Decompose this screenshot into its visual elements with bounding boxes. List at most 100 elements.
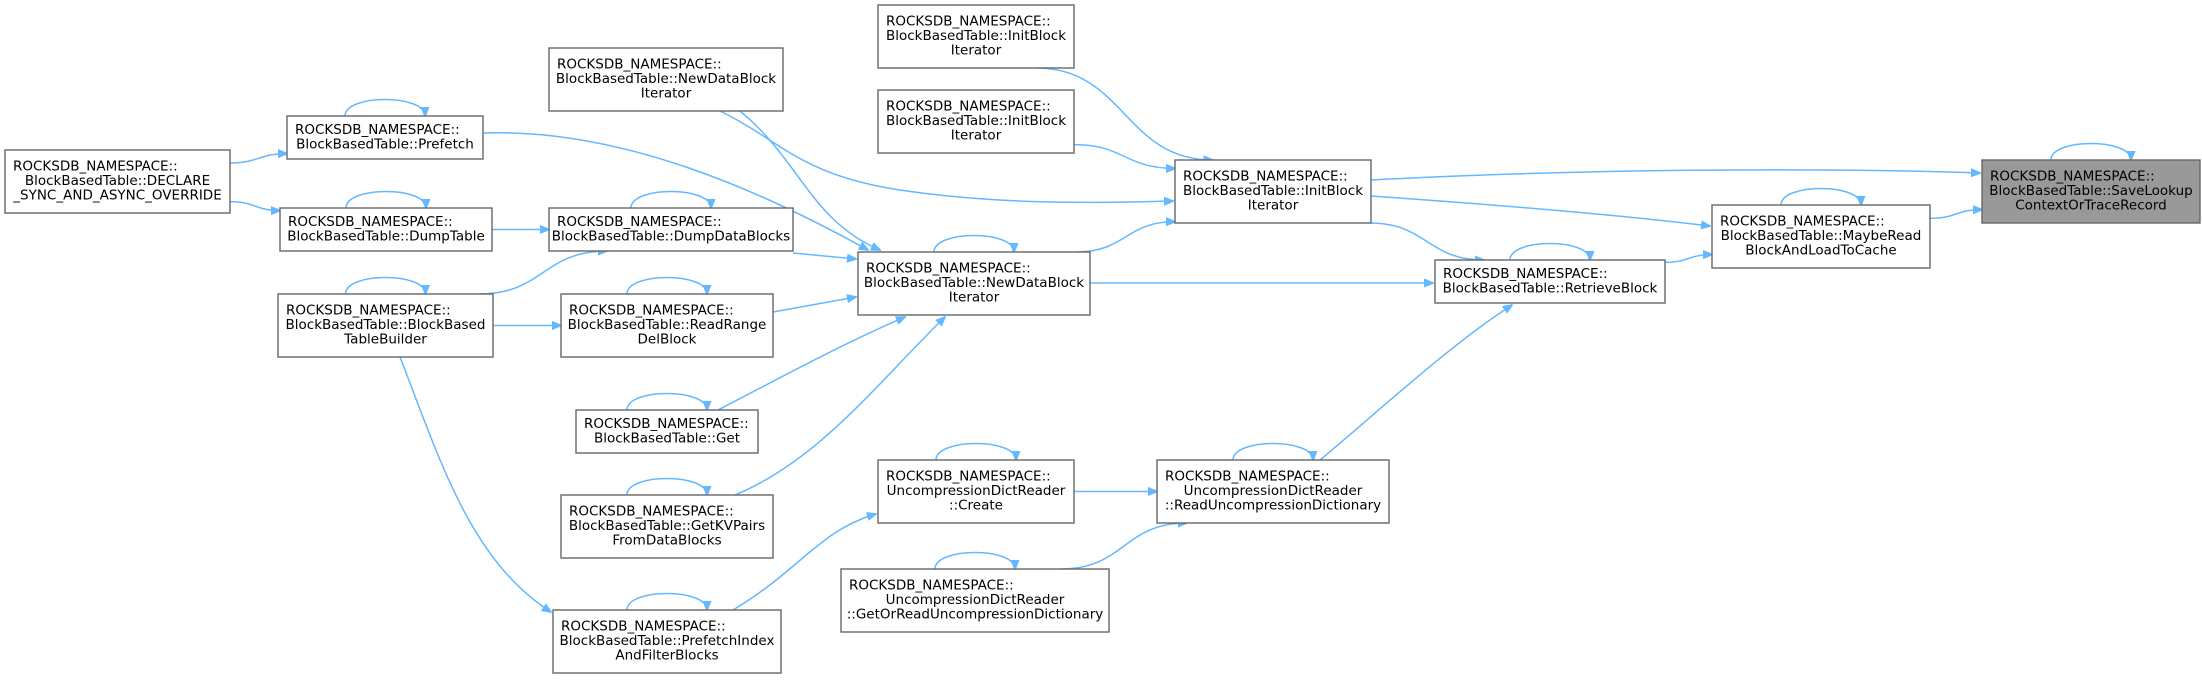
node-label-line: ROCKSDB_NAMESPACE:: bbox=[561, 619, 726, 635]
edge-builder-to-prefetchIdx bbox=[399, 356, 551, 612]
node-box bbox=[548, 47, 784, 112]
edge-initM-to-retrieve bbox=[1369, 222, 1484, 260]
edge-readRange-to-newDBM bbox=[772, 297, 856, 313]
node-label-line: Iterator bbox=[949, 290, 1000, 306]
node-box bbox=[575, 409, 759, 454]
node-label-line: Iterator bbox=[951, 128, 1002, 144]
node-label-line: BlockBasedTable::Get bbox=[594, 430, 740, 446]
node-maybe[interactable]: ROCKSDB_NAMESPACE::BlockBasedTable::Mayb… bbox=[1711, 204, 1931, 269]
edge-prefetch-to-newDBM bbox=[482, 131, 868, 250]
node-label-line: Iterator bbox=[951, 43, 1002, 59]
node-label-line: AndFilterBlocks bbox=[615, 648, 718, 664]
node-box bbox=[279, 207, 493, 252]
node-label-line: UncompressionDictReader bbox=[886, 592, 1065, 608]
node-label-line: BlockBasedTable::DumpDataBlocks bbox=[552, 228, 790, 244]
edge-dumpData-to-newDBM bbox=[792, 252, 856, 259]
node-declare[interactable]: ROCKSDB_NAMESPACE::BlockBasedTable::DECL… bbox=[4, 149, 231, 214]
node-newDBT[interactable]: ROCKSDB_NAMESPACE::BlockBasedTable::NewD… bbox=[548, 47, 784, 112]
node-label-line: ROCKSDB_NAMESPACE:: bbox=[288, 214, 453, 230]
node-label-line: ROCKSDB_NAMESPACE:: bbox=[584, 416, 749, 432]
node-readRange[interactable]: ROCKSDB_NAMESPACE::BlockBasedTable::Read… bbox=[560, 293, 774, 358]
node-label-line: UncompressionDictReader bbox=[1184, 483, 1363, 499]
node-label-line: BlockBasedTable::InitBlock bbox=[1183, 183, 1363, 199]
node-label-line: ROCKSDB_NAMESPACE:: bbox=[1990, 169, 2155, 185]
node-label-line: UncompressionDictReader bbox=[887, 483, 1066, 499]
node-newDBM[interactable]: ROCKSDB_NAMESPACE::BlockBasedTable::NewD… bbox=[857, 251, 1091, 316]
node-label-line: BlockBasedTable::ReadRange bbox=[568, 317, 767, 333]
node-label-line: ROCKSDB_NAMESPACE:: bbox=[886, 99, 1051, 115]
node-dumpData[interactable]: ROCKSDB_NAMESPACE::BlockBasedTable::Dump… bbox=[548, 207, 794, 252]
node-label-line: BlockBasedTable::GetKVPairs bbox=[569, 518, 765, 534]
node-box bbox=[560, 293, 774, 358]
self-loop-getOrRead bbox=[934, 551, 1015, 570]
node-label-line: BlockBasedTable::MaybeRead bbox=[1721, 228, 1922, 244]
node-retrieve[interactable]: ROCKSDB_NAMESPACE::BlockBasedTable::Retr… bbox=[1434, 259, 1666, 304]
self-loop-readRange bbox=[626, 276, 707, 295]
node-label-line: ROCKSDB_NAMESPACE:: bbox=[886, 469, 1051, 485]
self-loop-newDBM bbox=[933, 234, 1014, 253]
node-label-line: _SYNC_AND_ASYNC_OVERRIDE bbox=[12, 188, 221, 204]
node-box bbox=[548, 207, 794, 252]
node-label-line: BlockBasedTable::RetrieveBlock bbox=[1443, 280, 1658, 296]
node-initT[interactable]: ROCKSDB_NAMESPACE::BlockBasedTable::Init… bbox=[877, 4, 1075, 69]
self-loop-dumpData bbox=[630, 190, 711, 209]
node-label-line: BlockAndLoadToCache bbox=[1745, 243, 1896, 259]
node-prefetch[interactable]: ROCKSDB_NAMESPACE::BlockBasedTable::Pref… bbox=[286, 115, 484, 160]
edge-builder-to-dumpData bbox=[479, 251, 607, 295]
self-loop-retrieve bbox=[1509, 242, 1590, 261]
node-create[interactable]: ROCKSDB_NAMESPACE::UncompressionDictRead… bbox=[877, 459, 1075, 524]
node-box bbox=[552, 609, 782, 674]
node-label-line: BlockBasedTable::InitBlock bbox=[886, 113, 1066, 129]
node-label-line: ROCKSDB_NAMESPACE:: bbox=[286, 303, 451, 319]
node-getKV[interactable]: ROCKSDB_NAMESPACE::BlockBasedTable::GetK… bbox=[560, 494, 774, 559]
node-label-line: BlockBasedTable::Prefetch bbox=[296, 136, 474, 152]
edge-retrieve-to-maybe bbox=[1664, 255, 1712, 264]
node-label-line: ROCKSDB_NAMESPACE:: bbox=[569, 504, 734, 520]
node-builder[interactable]: ROCKSDB_NAMESPACE::BlockBasedTable::Bloc… bbox=[277, 293, 494, 358]
node-box bbox=[1156, 459, 1390, 524]
node-label-line: ROCKSDB_NAMESPACE:: bbox=[849, 578, 1014, 594]
node-label-line: ROCKSDB_NAMESPACE:: bbox=[557, 214, 722, 230]
edge-declare-to-prefetch bbox=[229, 154, 287, 164]
self-loop-get bbox=[626, 392, 707, 411]
node-getOrRead[interactable]: ROCKSDB_NAMESPACE::UncompressionDictRead… bbox=[840, 568, 1110, 633]
node-label-line: ::Create bbox=[949, 498, 1003, 514]
self-loop-prefetch bbox=[344, 98, 425, 117]
node-box bbox=[877, 4, 1075, 69]
node-box bbox=[1711, 204, 1931, 269]
node-get[interactable]: ROCKSDB_NAMESPACE::BlockBasedTable::Get bbox=[575, 409, 759, 454]
node-label-line: BlockBasedTable::NewDataBlock bbox=[864, 275, 1084, 291]
node-initM[interactable]: ROCKSDB_NAMESPACE::BlockBasedTable::Init… bbox=[1174, 159, 1372, 224]
self-loop-prefetchIdx bbox=[626, 592, 707, 611]
node-initT2[interactable]: ROCKSDB_NAMESPACE::BlockBasedTable::Init… bbox=[877, 89, 1075, 154]
edge-getKV-to-newDBM bbox=[734, 317, 945, 496]
node-readUD[interactable]: ROCKSDB_NAMESPACE::UncompressionDictRead… bbox=[1156, 459, 1390, 524]
node-box bbox=[877, 459, 1075, 524]
self-loop-maybe bbox=[1780, 187, 1861, 206]
edge-initT-to-initM bbox=[1036, 67, 1212, 160]
node-label-line: Iterator bbox=[641, 86, 692, 102]
edge-newDBM-to-initM bbox=[1076, 222, 1175, 253]
node-label-line: BlockBasedTable::PrefetchIndex bbox=[560, 633, 775, 649]
node-label-line: BlockBasedTable::DECLARE bbox=[25, 173, 210, 189]
node-box bbox=[277, 293, 494, 358]
node-label-line: ContextOrTraceRecord bbox=[2015, 198, 2167, 214]
node-box bbox=[1981, 159, 2201, 224]
node-label-line: ROCKSDB_NAMESPACE:: bbox=[1165, 469, 1330, 485]
node-label-line: BlockBasedTable::SaveLookup bbox=[1989, 183, 2192, 199]
node-label-line: ::GetOrReadUncompressionDictionary bbox=[847, 607, 1104, 623]
self-loop-create bbox=[935, 442, 1016, 461]
edge-readUD-to-retrieve bbox=[1319, 305, 1512, 461]
node-dumpTable[interactable]: ROCKSDB_NAMESPACE::BlockBasedTable::Dump… bbox=[279, 207, 493, 252]
edge-initM-to-maybe bbox=[1370, 195, 1710, 226]
node-save[interactable]: ROCKSDB_NAMESPACE::BlockBasedTable::Save… bbox=[1981, 159, 2201, 224]
node-label-line: ROCKSDB_NAMESPACE:: bbox=[886, 14, 1051, 30]
edge-initT2-to-initM bbox=[1073, 143, 1175, 169]
node-label-line: BlockBasedTable::DumpTable bbox=[287, 228, 485, 244]
edge-get-to-newDBM bbox=[717, 317, 905, 411]
node-label-line: ROCKSDB_NAMESPACE:: bbox=[295, 122, 460, 138]
node-box bbox=[560, 494, 774, 559]
self-loop-dumpTable bbox=[345, 190, 426, 209]
node-prefetchIdx[interactable]: ROCKSDB_NAMESPACE::BlockBasedTable::Pref… bbox=[552, 609, 782, 674]
